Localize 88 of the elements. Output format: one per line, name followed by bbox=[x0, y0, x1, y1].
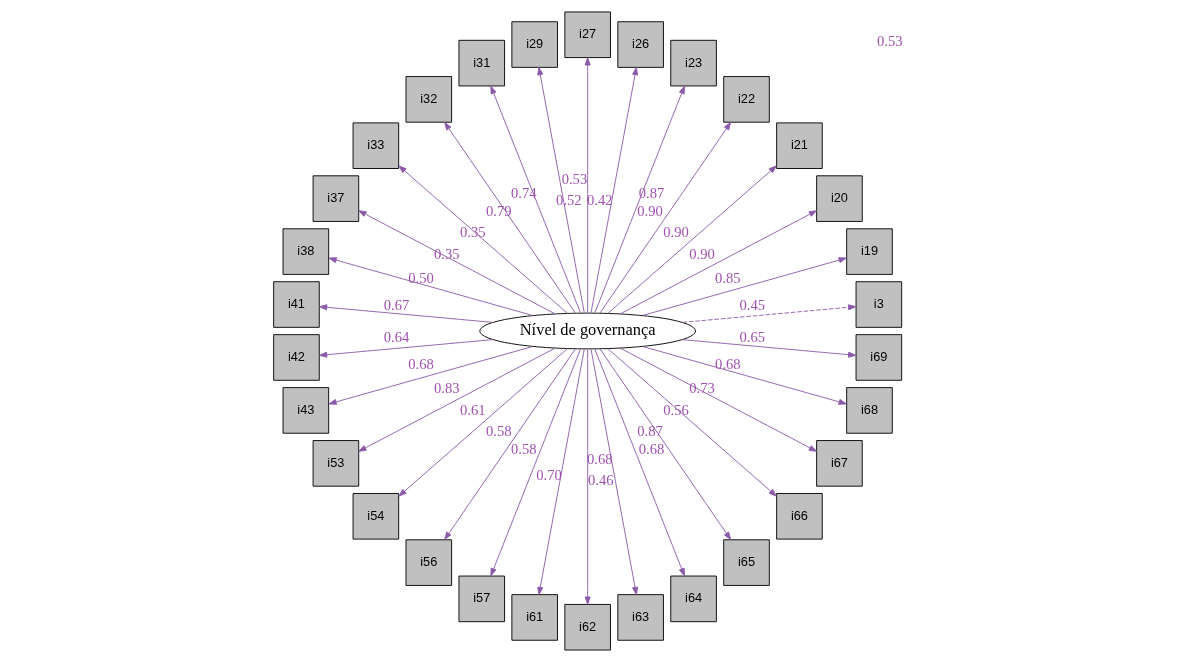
node-box: i66 bbox=[775, 493, 823, 540]
node-box: i67 bbox=[815, 440, 863, 487]
edge-label: 0.68 bbox=[407, 356, 434, 373]
edge-label: 0.52 bbox=[555, 192, 582, 209]
edge-label: 0.90 bbox=[688, 246, 715, 263]
node-box: i64 bbox=[669, 575, 717, 623]
node-box: i56 bbox=[405, 539, 452, 586]
arrow bbox=[607, 165, 777, 314]
node-box: i19 bbox=[845, 228, 893, 275]
node-box: i68 bbox=[845, 387, 893, 434]
node-box: i26 bbox=[616, 21, 664, 68]
arrow bbox=[599, 348, 731, 540]
node-box: i20 bbox=[815, 175, 863, 222]
edge-label: 0.68 bbox=[714, 356, 741, 373]
node-box: i65 bbox=[722, 539, 770, 586]
edge-label: 0.90 bbox=[636, 203, 663, 220]
edge-label: 0.67 bbox=[383, 297, 409, 314]
arrow bbox=[642, 346, 847, 405]
node-ellipse: Nível de governança bbox=[478, 312, 696, 350]
arrow bbox=[318, 339, 493, 358]
node-box: i37 bbox=[312, 175, 359, 222]
node-box: i42 bbox=[272, 334, 320, 381]
node-box: i54 bbox=[352, 493, 399, 540]
arrow bbox=[318, 304, 493, 323]
arrow bbox=[443, 122, 576, 314]
arrow bbox=[594, 348, 685, 577]
node-box: i69 bbox=[855, 334, 902, 381]
arrow bbox=[398, 165, 568, 314]
edge-label: 0.87 bbox=[636, 423, 663, 440]
edge-label: 0.70 bbox=[535, 467, 562, 484]
arrow bbox=[681, 304, 856, 323]
edge-label: 0.65 bbox=[739, 329, 765, 346]
node-box: i61 bbox=[510, 594, 558, 641]
arrow bbox=[443, 348, 576, 540]
node-box: i32 bbox=[405, 76, 452, 123]
edge-label: 0.79 bbox=[485, 203, 512, 220]
edge-label: 0.68 bbox=[638, 441, 664, 458]
arrow bbox=[489, 85, 581, 314]
node-box: i38 bbox=[282, 228, 329, 275]
node-box: i53 bbox=[312, 440, 359, 487]
edge-label: 0.58 bbox=[510, 441, 536, 458]
edge-label: 0.46 bbox=[587, 471, 614, 488]
label: 0.53 bbox=[876, 33, 902, 50]
arrow bbox=[357, 210, 555, 315]
arrow bbox=[590, 66, 638, 314]
node-box: i62 bbox=[563, 603, 611, 651]
edge-label: 0.50 bbox=[407, 270, 434, 287]
arrow bbox=[619, 210, 817, 315]
edge-label: 0.45 bbox=[739, 297, 765, 314]
arrow bbox=[536, 66, 585, 314]
arrow bbox=[328, 346, 533, 405]
edge-label: 0.87 bbox=[638, 185, 664, 202]
edge-label: 0.35 bbox=[459, 224, 486, 241]
node-box: i41 bbox=[272, 281, 320, 328]
arrow bbox=[357, 347, 555, 452]
edge-label: 0.74 bbox=[510, 185, 536, 202]
node-box: i3 bbox=[855, 281, 902, 328]
edge-label: 0.53 bbox=[561, 171, 587, 188]
arrow bbox=[489, 348, 581, 577]
arrow bbox=[594, 85, 685, 314]
node-box: i43 bbox=[282, 387, 329, 434]
arrow bbox=[607, 348, 777, 497]
arrow bbox=[681, 339, 856, 358]
arrow bbox=[599, 122, 731, 314]
edge-label: 0.90 bbox=[662, 224, 689, 241]
arrow bbox=[584, 348, 591, 605]
node-box: i23 bbox=[669, 39, 717, 87]
edge-label: 0.58 bbox=[485, 423, 512, 440]
node-box: i27 bbox=[563, 11, 611, 59]
edge-label: 0.83 bbox=[433, 380, 460, 397]
node-box: i29 bbox=[510, 21, 558, 68]
arrow bbox=[590, 348, 638, 596]
edge-label: 0.56 bbox=[662, 402, 689, 419]
node-box: i31 bbox=[458, 39, 505, 87]
edge-label: 0.64 bbox=[383, 329, 409, 346]
node-box: i21 bbox=[775, 122, 823, 169]
arrow bbox=[398, 348, 568, 497]
arrow bbox=[642, 257, 847, 316]
arrow bbox=[619, 347, 817, 452]
node-box: i63 bbox=[616, 594, 664, 641]
node-box: i57 bbox=[458, 575, 505, 623]
arrow bbox=[584, 57, 591, 314]
edge-label: 0.61 bbox=[459, 402, 486, 419]
edge-label: 0.85 bbox=[714, 270, 741, 287]
arrow bbox=[536, 348, 585, 596]
node-box: i22 bbox=[722, 76, 770, 123]
node-box: i33 bbox=[352, 122, 399, 169]
arrow bbox=[328, 257, 533, 316]
